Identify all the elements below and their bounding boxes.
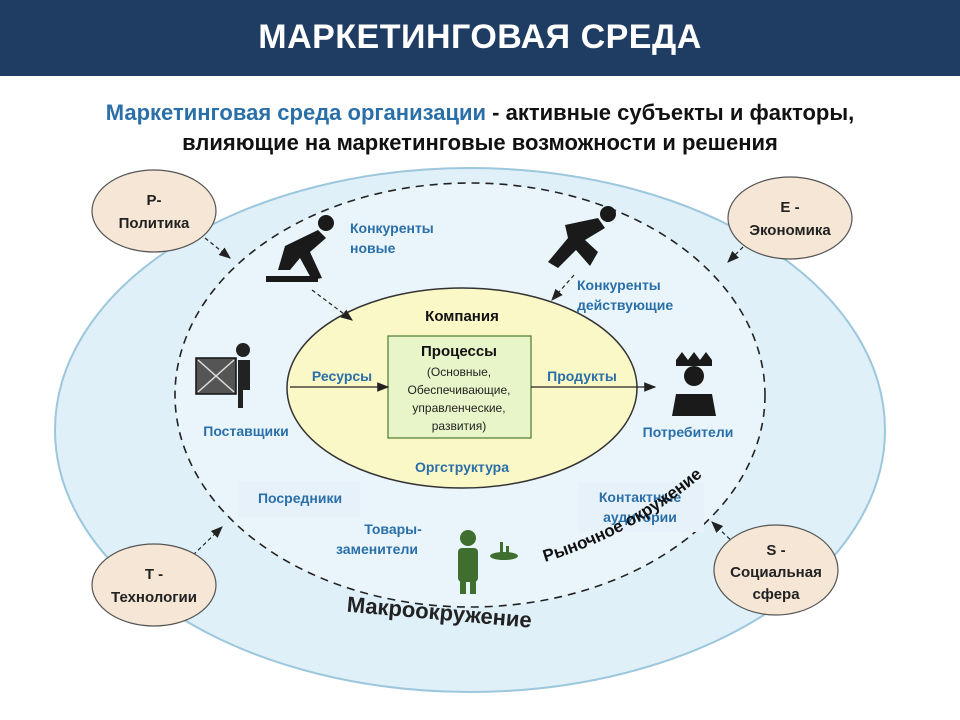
subtitle-rest: - активные субъекты и факторы, <box>486 100 855 125</box>
social-label-2: Социальная <box>730 564 822 581</box>
new-competitors-arrow <box>311 289 353 321</box>
technology-label-2: Технологии <box>111 589 197 606</box>
technology-label-1: T - <box>145 566 163 583</box>
company-title: Компания <box>425 308 499 325</box>
consumers-label: Потребители <box>643 424 734 440</box>
processes-line-4: развития) <box>432 419 487 433</box>
resources-label: Ресурсы <box>312 368 372 384</box>
social-label-1: S - <box>766 542 785 559</box>
social-label-3: сфера <box>752 586 800 603</box>
processes-title: Процессы <box>421 343 497 360</box>
header-bar: МАРКЕТИНГОВАЯ СРЕДА <box>0 0 960 76</box>
technology-ellipse <box>91 543 217 627</box>
politics-ellipse <box>91 169 217 253</box>
audiences-label-1: Контактные <box>599 489 681 505</box>
current-competitors-label-1: Конкуренты <box>577 277 661 293</box>
current-competitors-arrow <box>551 274 575 301</box>
politics-arrow <box>204 237 231 259</box>
current-competitors-icon <box>548 206 616 268</box>
processes-line-3: управленческие, <box>412 401 505 415</box>
economy-label-2: Экономика <box>749 222 831 239</box>
org-structure-label: Оргструктура <box>415 459 509 475</box>
intermediaries-box <box>238 481 360 517</box>
processes-box <box>387 335 532 439</box>
processes-line-2: Обеспечивающие, <box>408 383 511 397</box>
current-competitors-label-2: действующие <box>577 297 673 313</box>
social-ellipse <box>713 524 839 616</box>
economy-arrow <box>727 241 749 263</box>
subtitle-highlight: Маркетинговая среда организации <box>105 100 487 125</box>
products-label: Продукты <box>547 368 617 384</box>
economy-label-1: E - <box>780 199 799 216</box>
audiences-label-2: аудитории <box>603 509 677 525</box>
politics-label-1: P- <box>147 192 162 209</box>
economy-ellipse <box>727 176 853 260</box>
suppliers-icon <box>195 343 250 408</box>
page-title: МАРКЕТИНГОВАЯ СРЕДА <box>258 18 702 56</box>
waiter-icon <box>458 530 518 594</box>
new-competitors-label-2: новые <box>350 240 396 256</box>
suppliers-label: Поставщики <box>203 423 289 439</box>
new-competitors-label-1: Конкуренты <box>350 220 434 236</box>
politics-label-2: Политика <box>119 215 190 232</box>
subtitle-line2: влияющие на маркетинговые возможности и … <box>182 130 778 155</box>
new-competitors-icon <box>266 215 334 282</box>
substitutes-label-2: заменители <box>336 541 418 557</box>
audiences-box <box>578 482 704 532</box>
substitutes-label-1: Товары- <box>364 521 422 537</box>
processes-line-1: (Основные, <box>427 365 491 379</box>
subtitle: Маркетинговая среда организации - активн… <box>20 98 940 158</box>
consumers-icon <box>672 352 716 416</box>
intermediaries-label: Посредники <box>258 490 342 506</box>
